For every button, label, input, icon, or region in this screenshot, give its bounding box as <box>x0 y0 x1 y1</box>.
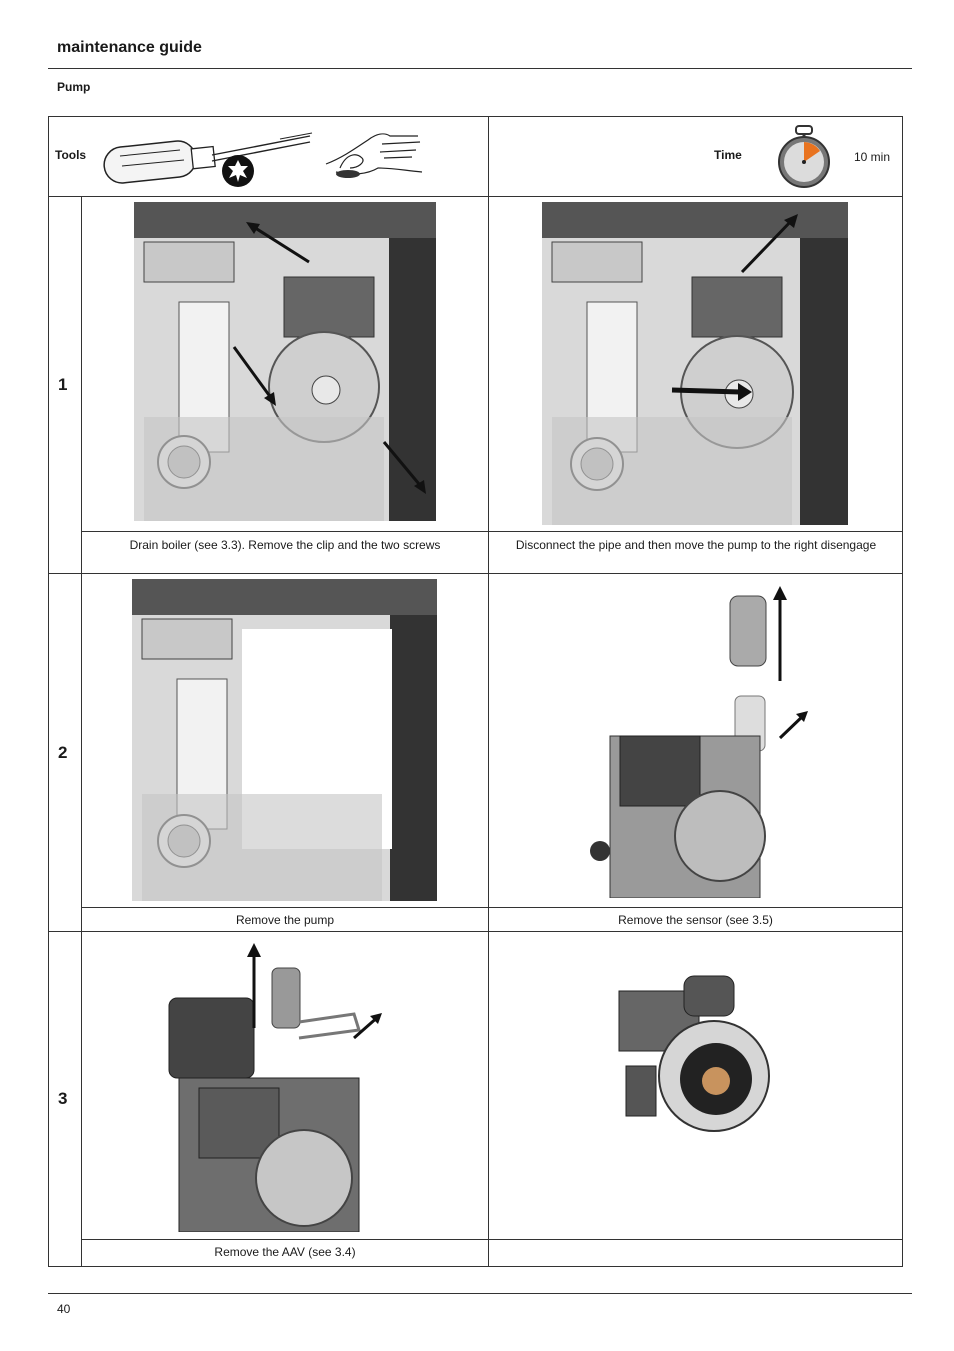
header-rule <box>48 68 912 69</box>
step1-left-caption: Drain boiler (see 3.3). Remove the clip … <box>129 538 441 552</box>
section-title: Pump <box>57 80 91 94</box>
tools-label: Tools <box>55 148 87 162</box>
step2-right-caption: Remove the sensor (see 3.5) <box>618 913 773 927</box>
step3-left-illustration <box>164 938 386 1232</box>
step1-right-illustration <box>542 202 848 525</box>
step-number-3: 3 <box>58 1089 68 1108</box>
step1-left-illustration <box>134 202 436 521</box>
row-divider <box>48 196 903 197</box>
column-divider <box>81 196 82 1266</box>
page-number: 40 <box>57 1302 71 1316</box>
step1-right-caption: Disconnect the pipe and then move the pu… <box>515 538 877 552</box>
step-number-2: 2 <box>58 743 68 762</box>
step2-right-illustration <box>580 586 810 898</box>
row-divider <box>48 573 903 574</box>
torx-bit-icon <box>221 154 255 188</box>
step2-left-illustration <box>132 579 437 901</box>
stopwatch-icon <box>776 124 832 188</box>
row-divider <box>81 531 903 532</box>
row-divider <box>81 1239 903 1240</box>
page-header-title: maintenance guide <box>57 39 202 56</box>
row-divider <box>48 931 903 932</box>
step3-right-illustration <box>614 971 784 1143</box>
row-divider <box>81 907 903 908</box>
step3-left-caption: Remove the AAV (see 3.4) <box>214 1245 356 1259</box>
hand-icon <box>322 124 426 186</box>
time-value: 10 min <box>854 150 891 164</box>
step-number-1: 1 <box>58 375 68 394</box>
step2-left-caption: Remove the pump <box>235 913 335 927</box>
screwdriver-icon <box>100 126 315 188</box>
time-label: Time <box>714 148 742 162</box>
column-divider <box>488 116 489 1266</box>
procedure-table <box>48 116 903 1267</box>
footer-rule <box>48 1293 912 1294</box>
